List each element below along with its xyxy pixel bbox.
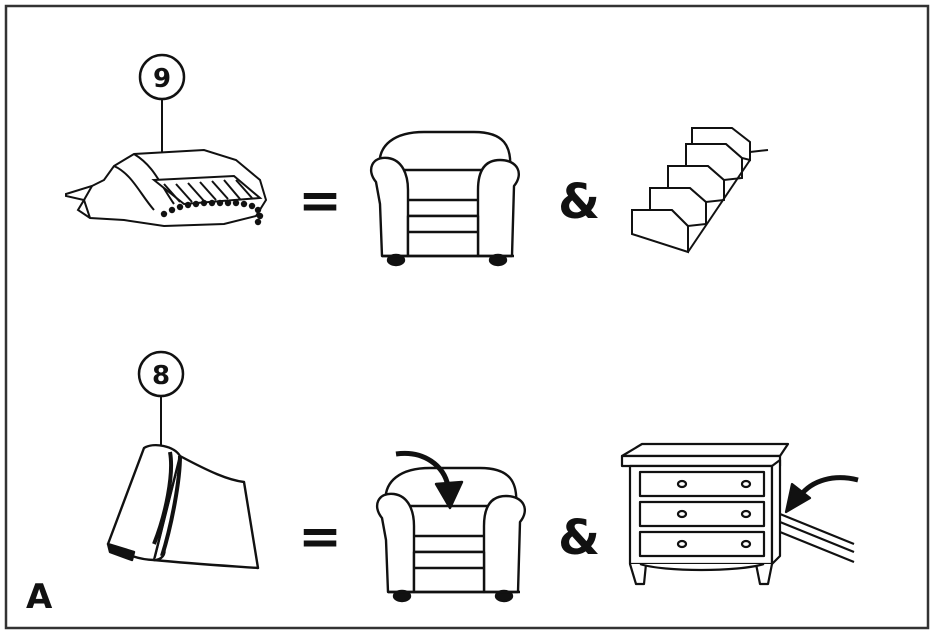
curved-arrow-icon <box>395 450 464 510</box>
equals-sign-bottom: = <box>298 507 342 567</box>
armchair-with-arrow-icon <box>375 450 526 603</box>
ampersand-top: & <box>558 174 600 230</box>
callout-8-number: 8 <box>152 361 170 391</box>
curved-arrow-icon <box>784 475 859 514</box>
armchair-icon <box>369 130 520 267</box>
ampersand-bottom: & <box>558 510 600 566</box>
instruction-diagram: 9 = & <box>4 4 930 630</box>
corner-label: A <box>26 577 53 617</box>
wide-nozzle-tool-icon <box>106 444 260 570</box>
dresser-with-arrow-icon <box>620 442 859 586</box>
callout-9-number: 9 <box>153 64 171 94</box>
stairs-icon <box>631 127 769 254</box>
equals-sign-top: = <box>298 171 342 231</box>
crevice-tool-with-brush-icon <box>65 148 268 228</box>
